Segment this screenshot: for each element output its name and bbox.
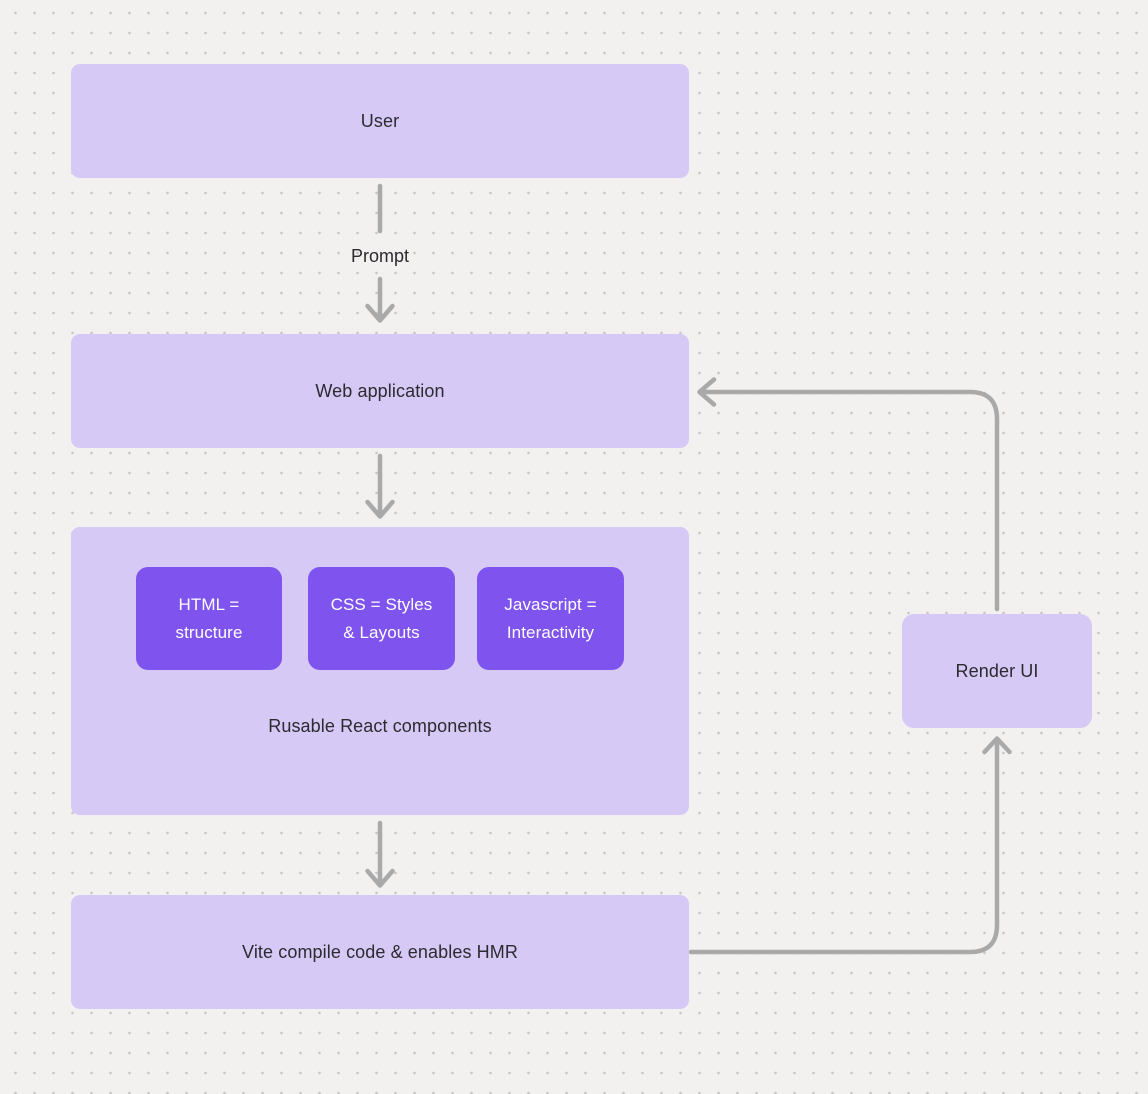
node-user: User [71,64,689,178]
node-components-group: HTML = structure CSS = Styles & Layouts … [71,527,689,815]
node-render-ui: Render UI [902,614,1092,728]
node-render-ui-label: Render UI [955,660,1039,681]
node-vite: Vite compile code & enables HMR [71,895,689,1009]
node-vite-label: Vite compile code & enables HMR [242,941,518,962]
arrow-components-to-vite [365,820,395,888]
arrow-web-to-components [365,453,395,519]
edge-renderui-to-web [697,377,1000,612]
node-html-structure-label: HTML = structure [175,594,243,642]
edge-label-prompt: Prompt [350,246,410,266]
node-css-styles: CSS = Styles & Layouts [308,567,455,670]
edge-vite-to-renderui [688,736,1012,955]
node-user-label: User [360,110,400,131]
components-group-caption: Rusable React components [268,716,492,736]
arrow-prompt-to-web [365,276,395,323]
node-javascript-interactivity: Javascript = Interactivity [477,567,624,670]
node-css-styles-label: CSS = Styles & Layouts [330,594,433,642]
node-html-structure: HTML = structure [136,567,282,670]
node-web-application-label: Web application [315,380,445,401]
node-javascript-interactivity-label: Javascript = Interactivity [504,594,597,642]
node-web-application: Web application [71,334,689,448]
